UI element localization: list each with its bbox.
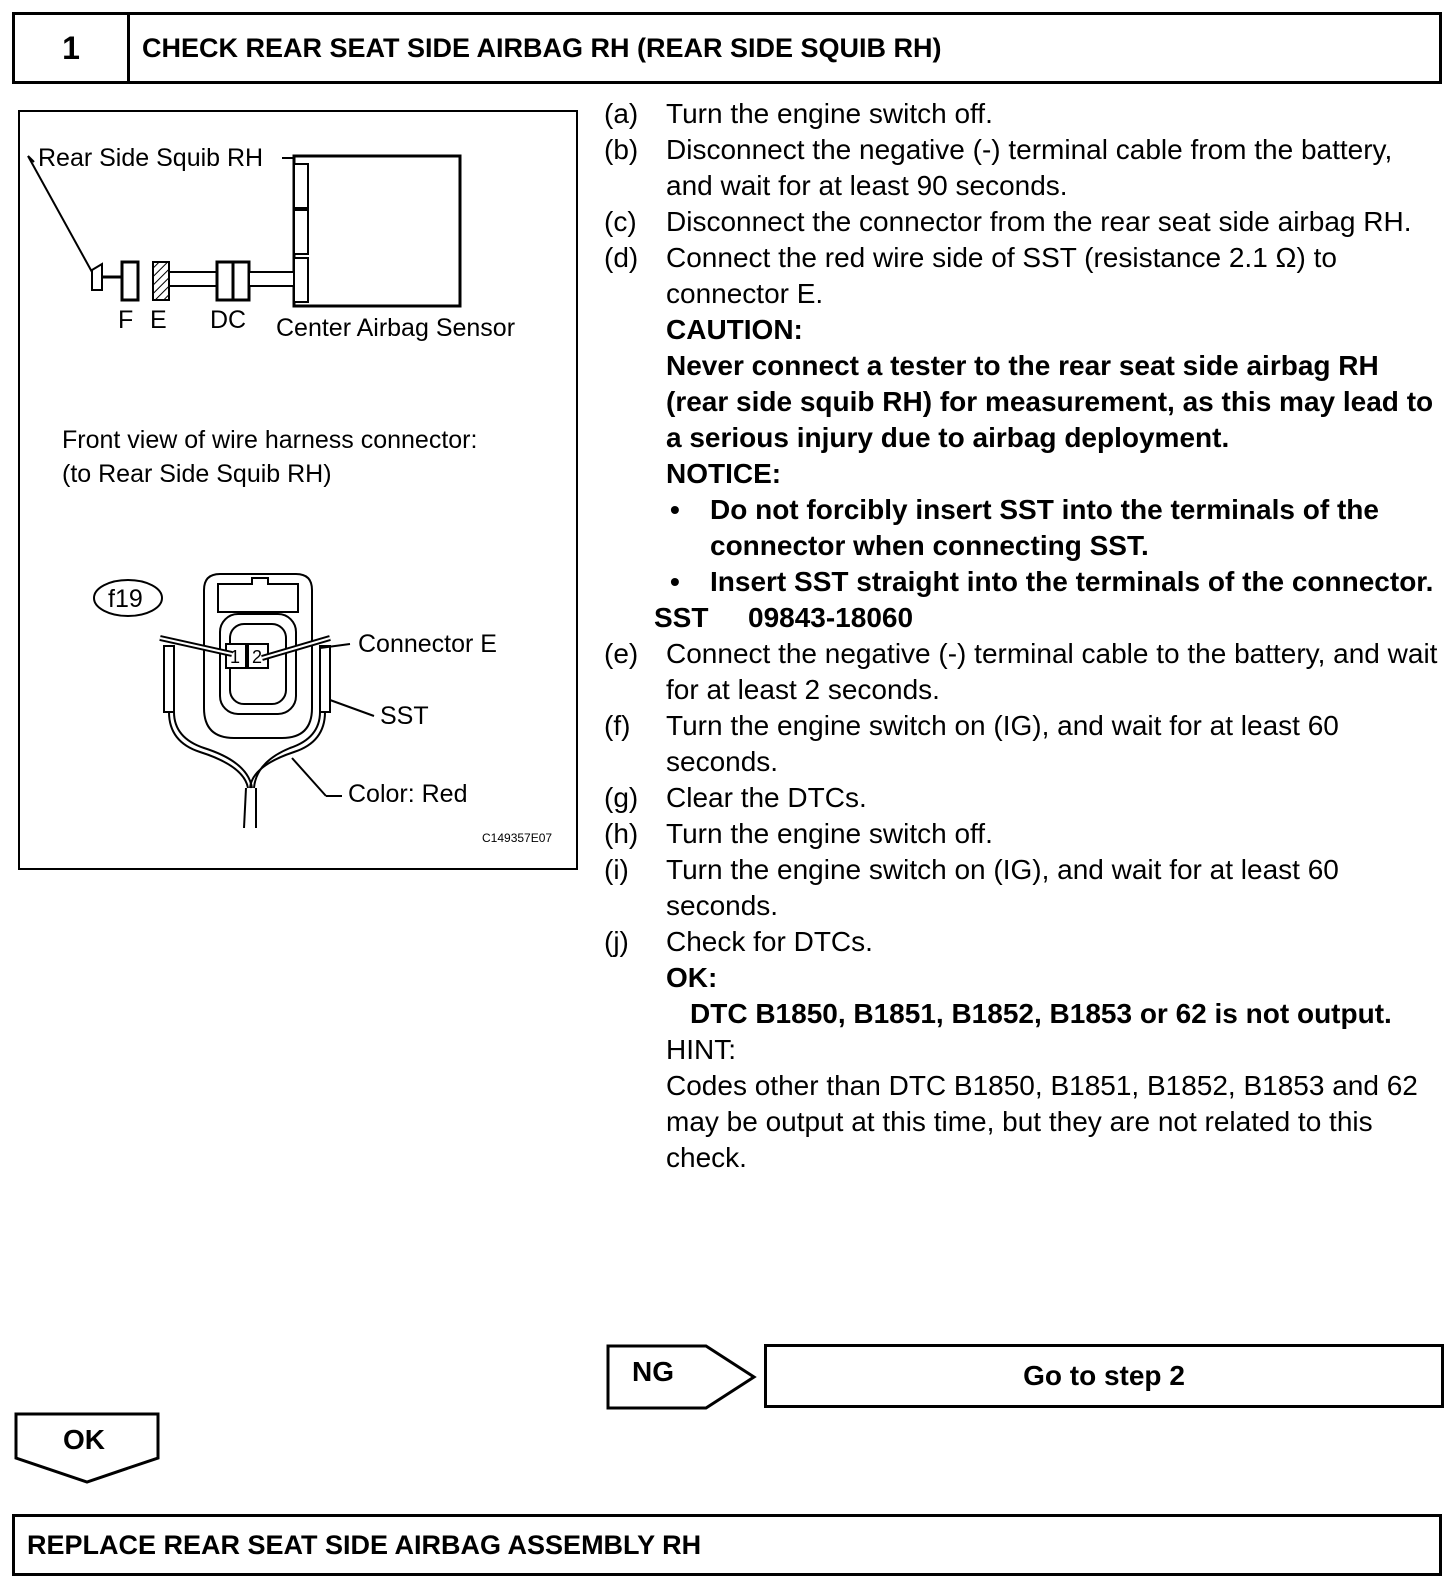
- ng-label: NG: [632, 1356, 674, 1387]
- notice-bullets: •Do not forcibly insert SST into the ter…: [604, 492, 1444, 600]
- notice-bullet: •Do not forcibly insert SST into the ter…: [670, 494, 1379, 561]
- step-d: (d)Connect the red wire side of SST (res…: [604, 242, 1337, 309]
- front-view-line2: (to Rear Side Squib RH): [62, 460, 332, 488]
- step-g: (g)Clear the DTCs.: [604, 782, 867, 813]
- label-color: Color: Red: [348, 780, 468, 808]
- pin-1: 1: [230, 647, 240, 667]
- instructions: (a)Turn the engine switch off. (b)Discon…: [604, 96, 1444, 1176]
- squib-label: Rear Side Squib RH: [38, 144, 263, 172]
- hint-heading: HINT:: [666, 1034, 736, 1065]
- f19-text: f19: [108, 585, 143, 613]
- goto-step-2-box[interactable]: Go to step 2: [764, 1344, 1444, 1408]
- wiring-diagram: Rear Side Squib RH F E DC Center Airbag …: [27, 144, 552, 845]
- connector-f: [120, 260, 140, 302]
- label-sst: SST: [380, 702, 429, 730]
- next-step-box[interactable]: REPLACE REAR SEAT SIDE AIRBAG ASSEMBLY R…: [12, 1514, 1442, 1576]
- ng-arrow: [606, 1344, 757, 1410]
- wiring-figure: Rear Side Squib RH F E DC Center Airbag …: [18, 110, 578, 870]
- hint-text: Codes other than DTC B1850, B1851, B1852…: [666, 1070, 1418, 1173]
- label-f: F: [118, 306, 133, 334]
- connector-outline: [203, 573, 313, 739]
- squib-plug: [91, 262, 103, 291]
- ok-heading: OK:: [666, 962, 718, 993]
- step-c: (c)Disconnect the connector from the rea…: [604, 206, 1412, 237]
- step-a: (a)Turn the engine switch off.: [604, 98, 993, 129]
- step-i: (i)Turn the engine switch on (IG), and w…: [604, 854, 1339, 921]
- caution-heading: CAUTION:: [666, 314, 803, 345]
- ok-label: OK: [63, 1424, 105, 1455]
- caution-text: Never connect a tester to the rear seat …: [666, 350, 1434, 453]
- connector-c: [231, 260, 251, 302]
- wire-left: [168, 711, 249, 789]
- notice-bullet: •Insert SST straight into the terminals …: [670, 566, 1434, 597]
- label-e: E: [150, 306, 167, 334]
- step-j: (j)Check for DTCs.: [604, 926, 873, 957]
- ok-text: DTC B1850, B1851, B1852, B1853 or 62 is …: [690, 998, 1392, 1029]
- step-number: 1: [15, 15, 130, 81]
- step-title: CHECK REAR SEAT SIDE AIRBAG RH (REAR SID…: [142, 32, 942, 63]
- center-airbag-sensor-box: [292, 154, 462, 308]
- label-connector-e: Connector E: [358, 630, 497, 658]
- step-f: (f)Turn the engine switch on (IG), and w…: [604, 710, 1339, 777]
- pin-2: 2: [252, 647, 262, 667]
- step-b: (b)Disconnect the negative (-) terminal …: [604, 134, 1393, 201]
- connector-d: [215, 260, 235, 302]
- connector-e: [152, 261, 170, 301]
- step-h: (h)Turn the engine switch off.: [604, 818, 993, 849]
- label-dc: DC: [210, 306, 246, 334]
- f19-tag: [93, 579, 163, 617]
- step-e: (e)Connect the negative (-) terminal cab…: [604, 638, 1438, 705]
- figure-code: C149357E07: [482, 831, 552, 845]
- wire-right: [249, 711, 326, 789]
- step-header: 1 CHECK REAR SEAT SIDE AIRBAG RH (REAR S…: [12, 12, 1442, 84]
- ok-arrow: [14, 1412, 160, 1484]
- label-sensor: Center Airbag Sensor: [276, 314, 515, 342]
- front-view-line1: Front view of wire harness connector:: [62, 426, 477, 454]
- notice-heading: NOTICE:: [666, 458, 782, 489]
